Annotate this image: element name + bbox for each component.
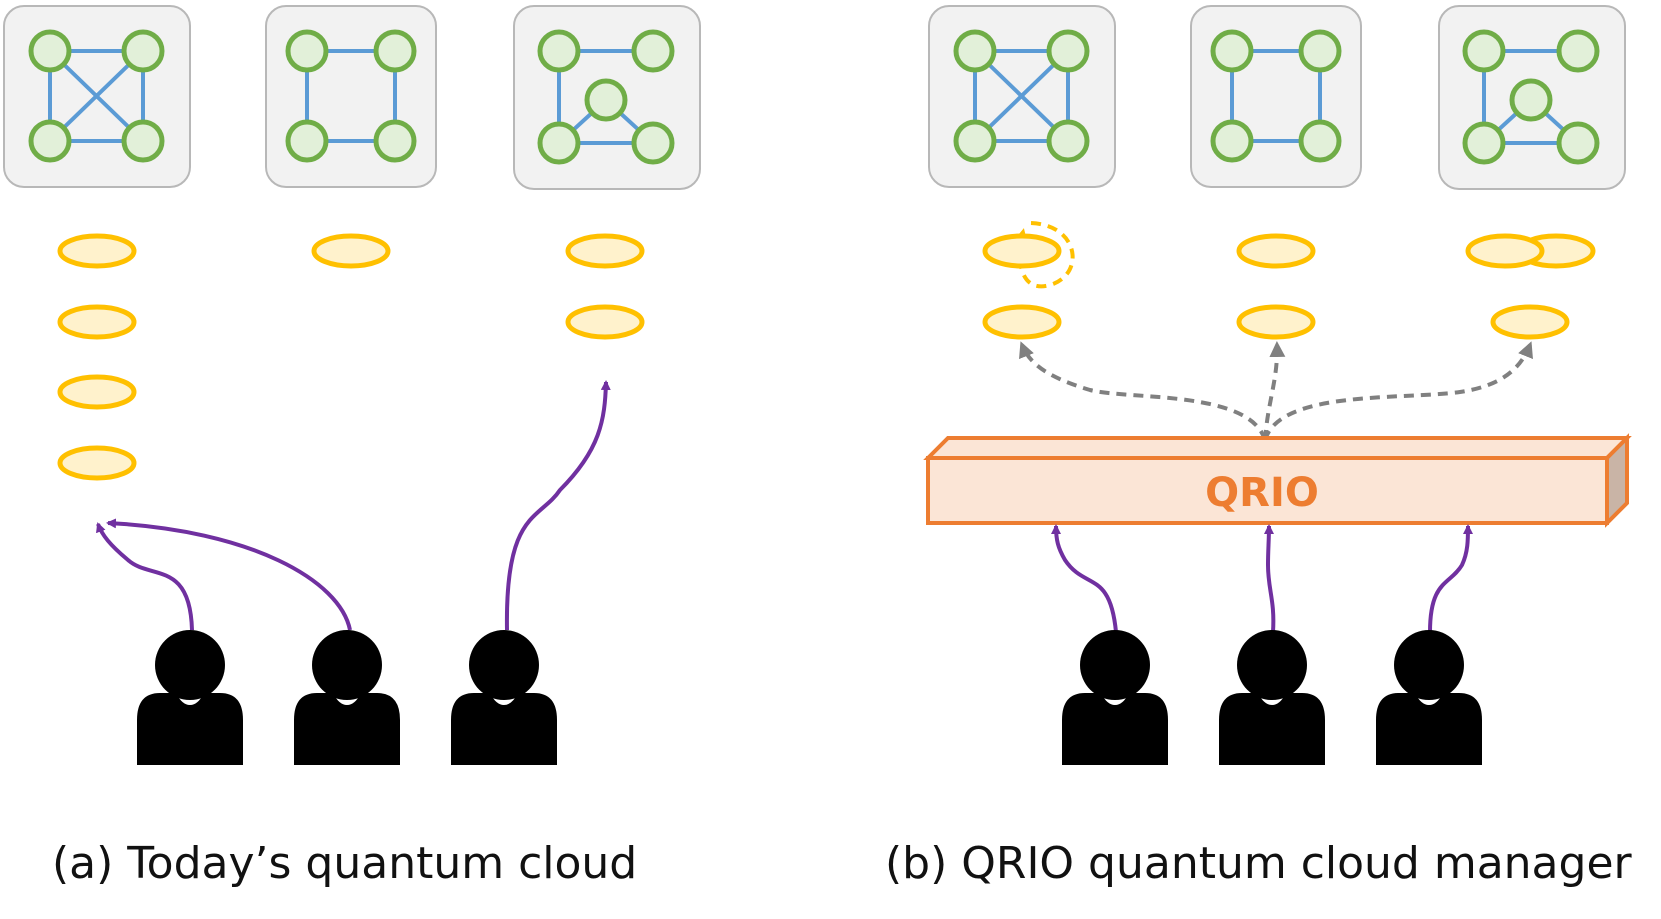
caption-qrio-manager: (b) QRIO quantum cloud manager	[885, 838, 1632, 889]
user-icon	[294, 630, 400, 765]
qrio-label: QRIO	[1205, 470, 1319, 516]
user-icon	[1062, 630, 1168, 765]
arrow-icon	[1263, 341, 1533, 441]
job-ellipse-icon	[1236, 304, 1316, 340]
quantum-device-icon	[1438, 5, 1626, 190]
job-ellipse-icon	[57, 233, 137, 269]
arrow-icon	[1263, 524, 1276, 633]
quantum-device-icon	[928, 5, 1116, 188]
quantum-device-icon	[265, 5, 437, 188]
qrio-manager-box: QRIO	[923, 433, 1632, 528]
job-ellipse-icon	[311, 233, 391, 269]
job-ellipse-icon	[1490, 304, 1570, 340]
arrow-icon	[1051, 524, 1118, 633]
caption-today-cloud: (a) Today’s quantum cloud	[52, 838, 638, 889]
job-ellipse-icon	[57, 374, 137, 410]
job-ellipse-icon	[565, 304, 645, 340]
arrow-icon	[96, 522, 194, 631]
user-icon	[1376, 630, 1482, 765]
quantum-device-icon	[1190, 5, 1362, 188]
job-ellipse-icon	[565, 233, 645, 269]
quantum-device-icon	[3, 5, 191, 188]
user-icon	[451, 630, 557, 765]
arrow-icon	[1019, 341, 1267, 441]
quantum-device-icon	[513, 5, 701, 190]
job-ellipse-icon	[1465, 233, 1545, 269]
user-icon	[137, 630, 243, 765]
job-ellipse-icon	[982, 233, 1062, 269]
job-ellipse-icon	[982, 304, 1062, 340]
panel-today-cloud	[3, 5, 701, 765]
job-ellipse-icon	[57, 304, 137, 340]
arrow-icon	[1428, 524, 1473, 633]
arrow-icon	[1263, 341, 1286, 441]
job-ellipse-icon	[1236, 233, 1316, 269]
arrow-icon	[106, 518, 352, 631]
arrow-icon	[504, 380, 611, 631]
user-icon	[1219, 630, 1325, 765]
job-ellipse-icon	[57, 445, 137, 481]
panel-qrio-manager: QRIO	[923, 5, 1632, 765]
